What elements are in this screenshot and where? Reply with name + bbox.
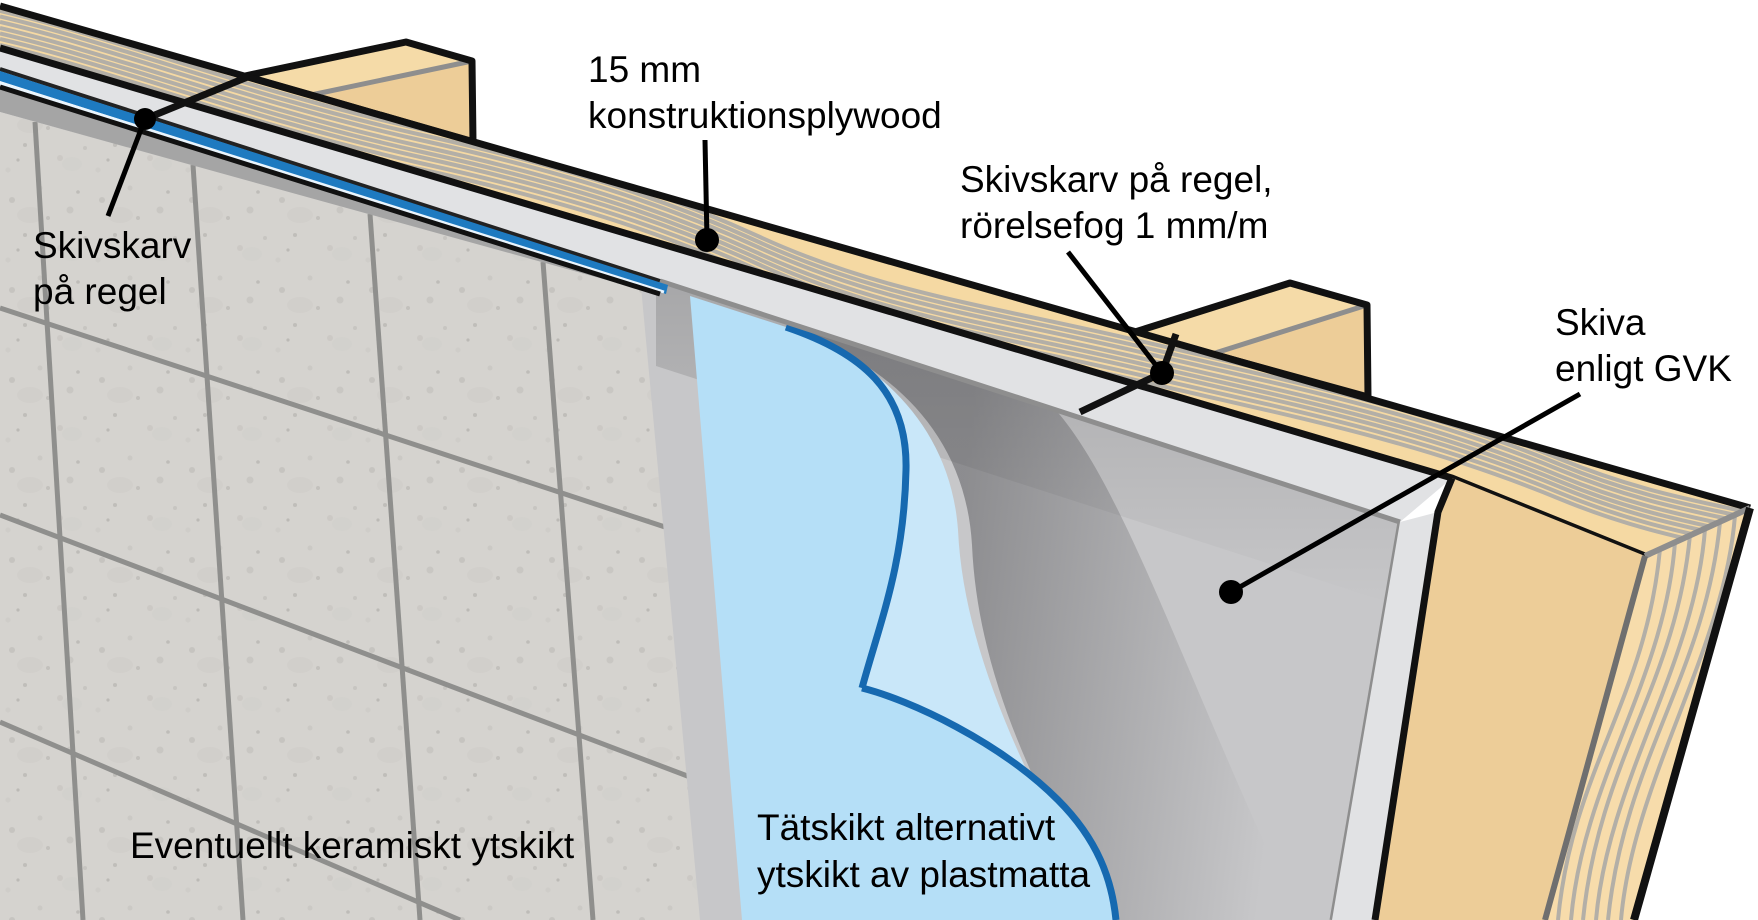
label-plywood-line2: konstruktionsplywood: [588, 95, 942, 136]
dot-board-joint-movement: [1150, 361, 1174, 385]
labels: Skivskarv på regel 15 mm konstruktionspl…: [33, 49, 1732, 895]
stud-middle-edge-soft: [1211, 302, 1368, 357]
plywood-end-grain: [1545, 508, 1750, 920]
board-top-edge: [0, 48, 1452, 522]
dot-board-joint-left: [134, 108, 156, 130]
tile-surface: [0, 112, 703, 920]
label-plywood-line1: 15 mm: [588, 49, 701, 90]
membrane-curl-shadow: [786, 327, 1300, 920]
board-edge-bottom-line-soft: [659, 278, 1401, 525]
membrane-top-edge: [0, 71, 668, 297]
dot-gvk-board: [1219, 580, 1243, 604]
leader-board-joint-left: [105, 118, 148, 217]
stud-left-top-face: [245, 42, 472, 95]
label-board-joint-movement-line2: rörelsefog 1 mm/m: [960, 205, 1268, 246]
label-waterproofing-line1: Tätskikt alternativt: [757, 807, 1056, 848]
membrane-crease-edge: [784, 323, 910, 689]
stud-end-face: [1375, 478, 1645, 920]
label-waterproofing-line2: ytskikt av plastmatta: [757, 854, 1091, 895]
membrane-face: [690, 296, 1116, 920]
label-ceramic: Eventuellt keramiskt ytskikt: [130, 825, 575, 866]
leader-gvk-board: [1229, 391, 1582, 595]
plywood-back-outline: [0, 2, 1751, 512]
label-gvk-board-line1: Skiva: [1555, 302, 1646, 343]
stud-end-left-outline: [1371, 476, 1456, 920]
leader-board-joint-movement: [1066, 250, 1164, 375]
label-gvk-board-line2: enligt GVK: [1555, 348, 1732, 389]
dot-plywood: [695, 228, 719, 252]
tile-grout-lines: [0, 121, 691, 920]
stud-middle-side-face: [1212, 305, 1368, 397]
wall-end-section: [1332, 476, 1754, 920]
membrane-fold-underside: [786, 327, 1116, 920]
label-board-joint-left-line2: på regel: [33, 271, 167, 312]
end-grain-right-outline: [1630, 506, 1754, 920]
end-grain-top-soft: [1643, 505, 1752, 559]
membrane-sheet: [690, 296, 1300, 920]
stud-left-edge-soft: [310, 58, 473, 98]
label-board-joint-movement-line1: Skivskarv på regel,: [960, 159, 1273, 200]
end-grain-left-soft: [1542, 555, 1648, 920]
leader-lines: [105, 118, 1582, 595]
panel-joint-left: [143, 72, 252, 123]
membrane-outer-edge: [861, 684, 1120, 920]
annotation-dots: [134, 108, 1243, 604]
stud-left-side-face: [311, 61, 473, 142]
stud-middle-top-face: [1135, 283, 1367, 354]
board-edge-bottom-line-dark: [0, 67, 661, 283]
label-board-joint-left-line1: Skivskarv: [33, 225, 192, 266]
leader-plywood: [702, 139, 710, 241]
plywood-end-grain-lines: [1556, 514, 1737, 920]
board-right-edge-strip: [1332, 512, 1438, 920]
